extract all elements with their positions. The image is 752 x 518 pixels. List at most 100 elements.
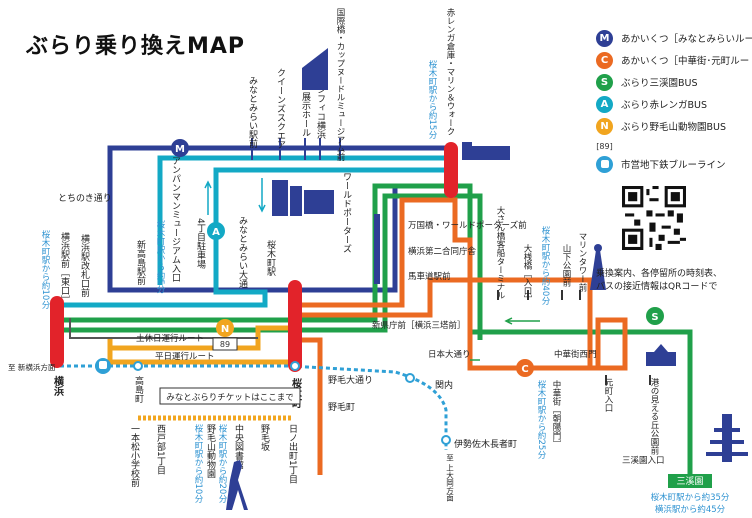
svg-text:A: A: [212, 227, 220, 238]
east-note-2: 桜木町駅から約25分: [536, 379, 546, 459]
landmark-tower-icon: [272, 180, 334, 216]
route-s-line: [58, 183, 693, 480]
yokohama-station-pill: [50, 296, 64, 368]
sakuragicho-station-pill: [288, 280, 302, 372]
map-title: ぶらり乗り換えMAP: [26, 34, 246, 59]
route-c-line: [300, 197, 628, 371]
stop-takashimacho: 高島町: [133, 375, 144, 403]
stop-noge-odori: 野毛大通り: [328, 374, 373, 386]
svg-text:三溪園: 三溪園: [676, 475, 703, 487]
stop-isezakichojamachi: 伊勢佐木長者町: [454, 438, 517, 450]
route-n-weekday: [107, 348, 295, 365]
subway-stop-dots: [133, 361, 451, 445]
legend-label-subway: 市営地下鉄ブルーライン: [621, 160, 726, 171]
stop-kannai: 関内: [435, 379, 453, 391]
legend-badge-s: S: [596, 73, 613, 91]
badge-s: S: [646, 307, 664, 325]
weekend-route-label: 土休日運行ルート: [136, 333, 204, 344]
east-stop-labels: 大さん橋客船ターミナル 大桟橋［入口］ 山下公園前 マリンタワー前 中華街［朝陽…: [495, 205, 665, 466]
stop-chukagai-choyomon: 中華街［朝陽門］: [551, 379, 561, 448]
badge-c: C: [516, 359, 534, 377]
landmark-tall-tower-icon: [374, 214, 380, 284]
legend-label-c: あかいくつ［中華街･元町ルート］: [621, 56, 752, 67]
direction-arrows: [204, 178, 266, 215]
flow-arrows: [470, 317, 540, 361]
sankeien-box: 三溪園 桜木町駅から約35分 横浜駅から約45分: [651, 474, 730, 515]
legend-row-a: A ぶらり赤レンガBUS: [596, 94, 707, 114]
svg-text:みなとぶらりチケットはここまで: みなとぶらりチケットはここまで: [166, 393, 294, 403]
stop-nishitobe: 西戸部1丁目: [155, 424, 166, 475]
legend-row-subway: 市営地下鉄ブルーライン: [596, 154, 726, 174]
legend-badge-n: N: [596, 117, 613, 135]
stop-yamashita-park: 山下公園前: [561, 243, 571, 287]
stop-ticks-top: [251, 138, 341, 160]
stop-chukagai-west: 中華街西門: [554, 349, 597, 360]
stop-shin-takashima: 新高島駅前: [135, 239, 146, 286]
subway-end-shinyokohama: 至 新横浜方面: [8, 362, 56, 372]
subway-end-kamiooka: 至 上大岡方面: [445, 454, 454, 503]
stop-queens-square: クイーンズスクエア: [275, 68, 286, 149]
stop-4chome-parking: 4丁目駐車場: [195, 218, 206, 270]
legend-row-c: C あかいくつ［中華街･元町ルート］: [596, 50, 752, 70]
stop-central-library: 中央図書館: [233, 423, 244, 470]
legend-label-m: あかいくつ［みなとみらいルート］: [621, 34, 752, 45]
stop-exhibition-hall: 展示ホール: [300, 92, 311, 137]
customs-building-icon: [646, 344, 676, 366]
badge-m: M: [171, 139, 189, 157]
top-stop-labels: みなとみらい駅前 クイーンズスクエア 展示ホール パシフィコ横浜 国際橋・カップ…: [247, 8, 455, 162]
stop-tochinoki: とちのき通り: [58, 193, 112, 204]
stop-ipponmatsu: 一本松小学校前: [129, 424, 140, 488]
legend-label-n: ぶらり野毛山動物園BUS: [621, 122, 727, 133]
stop-bankoku-bashi: 万国橋・ワールドポーターズ前: [408, 220, 527, 231]
stop-nogecho: 野毛町: [328, 401, 355, 413]
route-c-return: [300, 277, 593, 368]
mid-stop-labels: 万国橋・ワールドポーターズ前 横浜第二合同庁舎 馬車道駅前 新県庁前［横浜三塔前…: [372, 220, 527, 360]
inner-stop-labels: アンパンマンミュージアム入口 4丁目駐車場 新高島駅前 みなとみらい大通 ワール…: [135, 156, 352, 289]
south-note-1: 桜木町駅から約10分: [193, 423, 203, 503]
giraffe-icon: [226, 460, 248, 510]
legend-row-s: S ぶらり三渓園BUS: [596, 72, 698, 92]
stop-minatomirai-odori: みなとみらい大通: [237, 216, 248, 289]
route-c-south: [300, 337, 323, 475]
stop-world-porters: ワールドポーターズ: [341, 172, 352, 253]
svg-text:桜木町駅から約35分: 桜木町駅から約35分: [651, 492, 730, 503]
stop-minatomirai: みなとみらい駅前: [247, 76, 258, 149]
route-n-line: [107, 325, 295, 351]
weekday-route-label: 平日運行ルート: [155, 351, 215, 362]
legend-code-89: [89]: [596, 141, 613, 151]
stop-cupnoodle: 国際橋・カップヌードルミュージアム前: [335, 8, 345, 162]
stop-godo-chosha: 横浜第二合同庁舎: [408, 246, 477, 257]
route-a-line: [157, 155, 450, 285]
stop-osanbashi-terminal: 大さん橋客船ターミナル: [495, 205, 505, 299]
legend-badge-m: M: [596, 29, 613, 47]
svg-text:M: M: [175, 144, 185, 155]
qr-caption-line-1: 乗換案内、各停留所の時刻表、: [596, 269, 723, 279]
south-note-2: 桜木町駅から約20分: [217, 423, 227, 503]
pacifico-building-icon: [302, 48, 328, 90]
legend-label-a: ぶらり赤レンガBUS: [621, 100, 708, 111]
stop-nogezaka: 野毛坂: [259, 424, 270, 452]
south-stop-labels: 一本松小学校前 西戸部1丁目 野毛山動物園 中央図書館 野毛坂 日ノ出町1丁目 …: [129, 374, 517, 488]
route-89-line: [69, 318, 258, 339]
legend-badge-a: A: [596, 95, 613, 113]
stop-yokohama-gate: 横浜駅改札口前: [79, 233, 90, 298]
legend-label-s: ぶらり三渓園BUS: [621, 78, 698, 89]
stop-sakuragicho-station: 桜木町駅: [265, 239, 276, 277]
badge-a: A: [207, 222, 225, 240]
legend-badge-c: C: [596, 51, 613, 69]
qr-caption-line-2: バスの接近情報はQRコードで: [596, 282, 718, 292]
svg-text:C: C: [521, 364, 528, 375]
stop-anpanman: アンパンマンミュージアム入口: [170, 156, 181, 282]
stop-hinodecho: 日ノ出町1丁目: [287, 424, 298, 484]
svg-text:N: N: [221, 324, 229, 335]
stop-pacifico: パシフィコ横浜: [315, 76, 326, 140]
stop-sankeien-entrance: 三溪園入口: [622, 455, 665, 466]
marine-tower-icon: [590, 244, 606, 290]
red-brick-pill: [444, 142, 458, 198]
subway-line: [60, 364, 448, 450]
legend-row-m: M あかいくつ［みなとみらいルート］: [596, 28, 752, 48]
badge-n: N: [216, 319, 234, 337]
route-m-inner: [295, 185, 398, 293]
qr-code[interactable]: [622, 186, 686, 250]
